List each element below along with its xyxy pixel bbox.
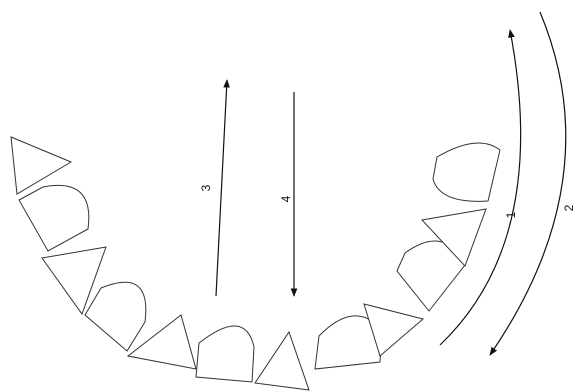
dome-tile [433, 143, 500, 201]
arrow-4-label: 4 [279, 195, 293, 202]
arrow-3-label: 3 [199, 184, 213, 191]
tile-chain [11, 137, 500, 390]
arrow-3 [216, 80, 227, 296]
arrow-2-label: 2 [562, 204, 576, 211]
arrow-1-label: 1 [504, 211, 518, 218]
triangle-tile [255, 332, 309, 390]
dome-tile [85, 282, 146, 351]
dome-tile [196, 326, 254, 382]
dome-tile [19, 185, 89, 251]
arrow-2 [490, 12, 566, 355]
